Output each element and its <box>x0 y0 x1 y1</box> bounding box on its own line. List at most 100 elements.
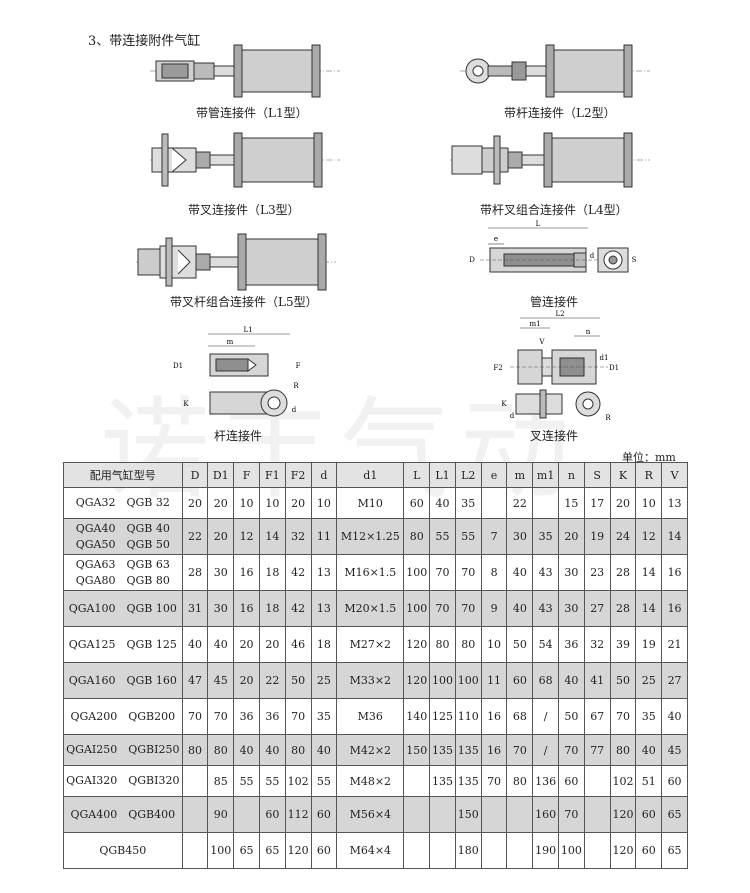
dim-label: e <box>494 235 498 243</box>
value-cell: 28 <box>609 590 637 627</box>
value-cell <box>506 832 534 869</box>
value-cell: 190 <box>532 832 560 869</box>
column-header: m1 <box>532 462 560 488</box>
value-cell: 22 <box>258 662 286 699</box>
value-cell: 80 <box>181 734 209 766</box>
model-cell: QGA160 QGB 160 <box>63 662 183 699</box>
value-cell: 40 <box>429 487 456 519</box>
value-cell: 25 <box>310 662 338 699</box>
value-cell: 14 <box>258 518 286 555</box>
value-cell <box>532 487 560 519</box>
value-cell: 70 <box>207 698 235 735</box>
dim-label: m <box>227 338 234 346</box>
value-cell: 60 <box>310 832 338 869</box>
dim-label: m1 <box>529 320 540 328</box>
value-cell: 135 <box>429 765 456 797</box>
value-cell: 23 <box>583 554 611 591</box>
value-cell: 50 <box>506 626 534 663</box>
dim-label: L1 <box>243 326 252 334</box>
value-cell: 80 <box>207 734 235 766</box>
column-header: L <box>403 462 431 488</box>
value-cell <box>583 796 611 833</box>
column-header: D <box>181 462 209 488</box>
value-cell: 80 <box>506 765 534 797</box>
value-cell <box>181 796 209 833</box>
column-header: F2 <box>284 462 312 488</box>
value-cell: / <box>532 734 560 766</box>
value-cell: 13 <box>310 554 338 591</box>
value-cell: 80 <box>429 626 456 663</box>
value-cell: 60 <box>558 765 585 797</box>
value-cell: 77 <box>583 734 611 766</box>
value-cell: 39 <box>609 626 637 663</box>
value-cell <box>403 765 431 797</box>
value-cell: 11 <box>310 518 338 555</box>
dim-label: K <box>183 400 189 408</box>
unit-label: 单位：mm <box>622 451 676 464</box>
value-cell: 70 <box>558 796 585 833</box>
value-cell: 20 <box>258 626 286 663</box>
value-cell: 40 <box>635 734 663 766</box>
value-cell: 46 <box>284 626 312 663</box>
caption-l3: 带叉连接件（L3型） <box>188 203 300 217</box>
column-header: d1 <box>336 462 405 488</box>
model-name: QGAI320 QGBI320 <box>66 774 180 787</box>
model-name: QGA63 QGB 63 <box>75 557 170 571</box>
value-cell: 16 <box>661 590 688 627</box>
value-cell: 102 <box>284 765 312 797</box>
value-cell: 35 <box>635 698 663 735</box>
value-cell: 18 <box>258 554 286 591</box>
dim-label: F2 <box>493 364 502 372</box>
value-cell: 32 <box>284 518 312 555</box>
value-cell: 70 <box>480 765 508 797</box>
value-cell: 20 <box>233 662 260 699</box>
model-cell: QGAI320 QGBI320 <box>63 765 183 797</box>
dim-label: L <box>536 220 541 228</box>
value-cell: 9 <box>480 590 508 627</box>
column-header: 配用气缸型号 <box>63 462 183 488</box>
dim-label: d1 <box>600 354 609 362</box>
value-cell: 70 <box>506 734 534 766</box>
value-cell: 54 <box>532 626 560 663</box>
value-cell: 22 <box>181 518 209 555</box>
value-cell: 10 <box>635 487 663 519</box>
model-cell: QGA200 QGB200 <box>63 698 183 735</box>
value-cell: 40 <box>506 590 534 627</box>
value-cell: 10 <box>258 487 286 519</box>
value-cell <box>506 796 534 833</box>
column-header: m <box>506 462 534 488</box>
value-cell: 65 <box>233 832 260 869</box>
rod-connector-drawing: L1 m D1 F K R d <box>173 326 301 417</box>
value-cell: M56×4 <box>336 796 405 833</box>
value-cell: 14 <box>661 518 688 555</box>
value-cell: M48×2 <box>336 765 405 797</box>
value-cell: 50 <box>558 698 585 735</box>
column-header: D1 <box>207 462 235 488</box>
value-cell: 40 <box>558 662 585 699</box>
value-cell: 65 <box>258 832 286 869</box>
value-cell: 13 <box>310 590 338 627</box>
column-header: L1 <box>429 462 456 488</box>
value-cell: 35 <box>454 487 482 519</box>
value-cell: 60 <box>258 796 286 833</box>
column-header: e <box>480 462 508 488</box>
value-cell: 125 <box>429 698 456 735</box>
value-cell: 30 <box>558 554 585 591</box>
value-cell: M36 <box>336 698 405 735</box>
model-cell: QGAI250 QGBI250 <box>63 734 183 766</box>
value-cell: 30 <box>506 518 534 555</box>
value-cell: 50 <box>609 662 637 699</box>
cylinder-l3-drawing <box>150 132 340 188</box>
caption-l5: 带叉杆组合连接件（L5型） <box>170 295 318 309</box>
value-cell: 68 <box>506 698 534 735</box>
value-cell: 20 <box>558 518 585 555</box>
value-cell: 22 <box>506 487 534 519</box>
value-cell: 135 <box>454 765 482 797</box>
value-cell: 43 <box>532 590 560 627</box>
value-cell: 36 <box>233 698 260 735</box>
